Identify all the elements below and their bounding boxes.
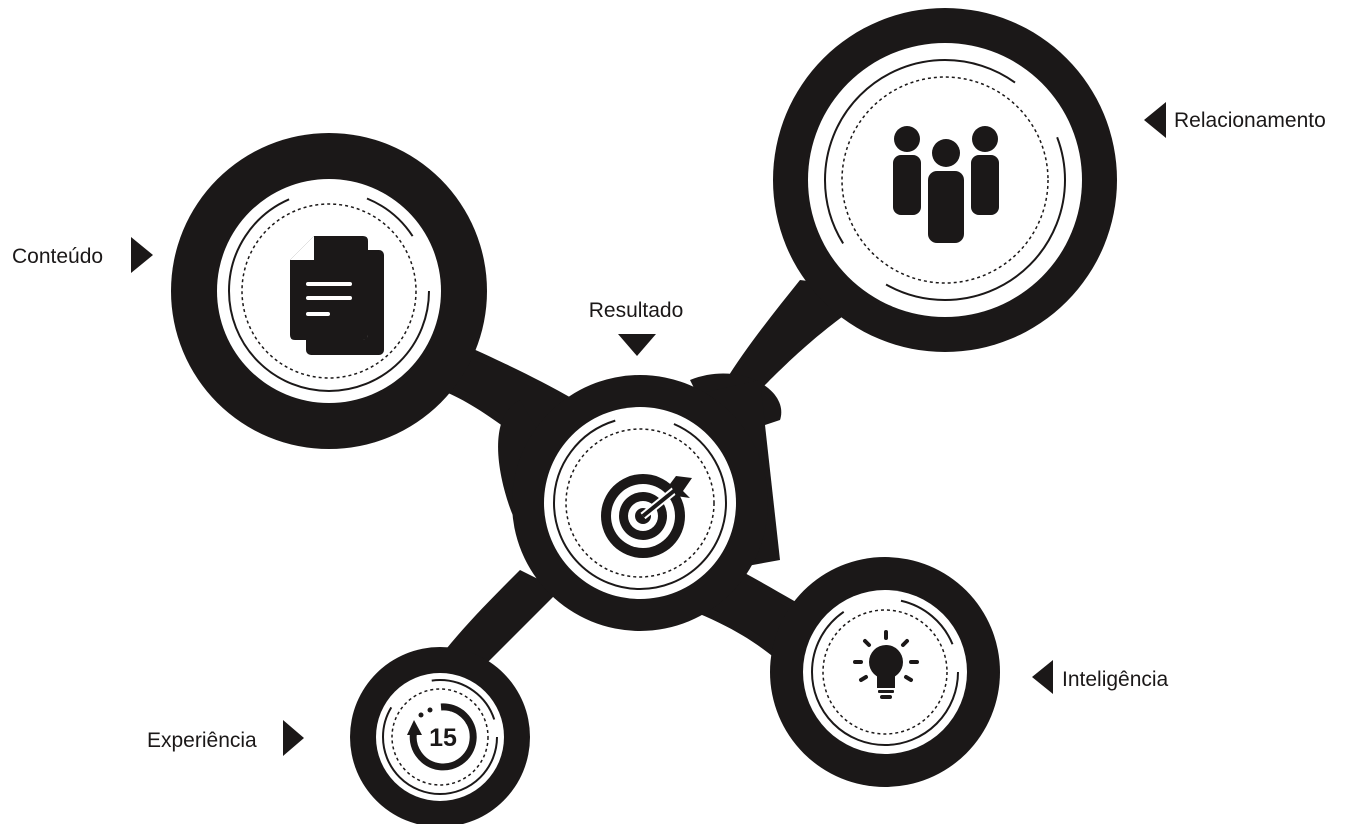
label-resultado-text: Resultado xyxy=(589,299,684,322)
label-inteligencia-text: Inteligência xyxy=(1062,668,1169,691)
pointer-left-icon xyxy=(1144,102,1166,138)
pointer-down-icon xyxy=(618,334,656,356)
label-relacionamento: Relacionamento xyxy=(1144,102,1326,138)
label-inteligencia: Inteligência xyxy=(1032,660,1169,694)
node-resultado xyxy=(544,407,736,599)
label-conteudo-text: Conteúdo xyxy=(12,245,103,268)
target-arrow-icon xyxy=(601,474,692,558)
pointer-right-icon xyxy=(283,720,304,756)
label-experiencia-text: Experiência xyxy=(147,729,257,752)
node-conteudo xyxy=(217,179,441,403)
fifteen-years-icon: 15 xyxy=(407,703,477,771)
node-relacionamento xyxy=(808,43,1082,317)
pointer-right-icon xyxy=(131,237,153,273)
document-icon xyxy=(290,236,384,355)
node-inteligencia xyxy=(803,590,967,754)
label-resultado: Resultado xyxy=(589,299,684,356)
label-experiencia: Experiência xyxy=(147,720,304,756)
label-relacionamento-text: Relacionamento xyxy=(1174,109,1326,132)
label-conteudo: Conteúdo xyxy=(12,237,153,273)
people-group-icon xyxy=(893,126,999,243)
pointer-left-icon xyxy=(1032,660,1053,694)
lightbulb-icon xyxy=(853,630,919,699)
node-experiencia: 15 xyxy=(376,673,504,801)
fifteen-years-number: 15 xyxy=(429,724,457,752)
